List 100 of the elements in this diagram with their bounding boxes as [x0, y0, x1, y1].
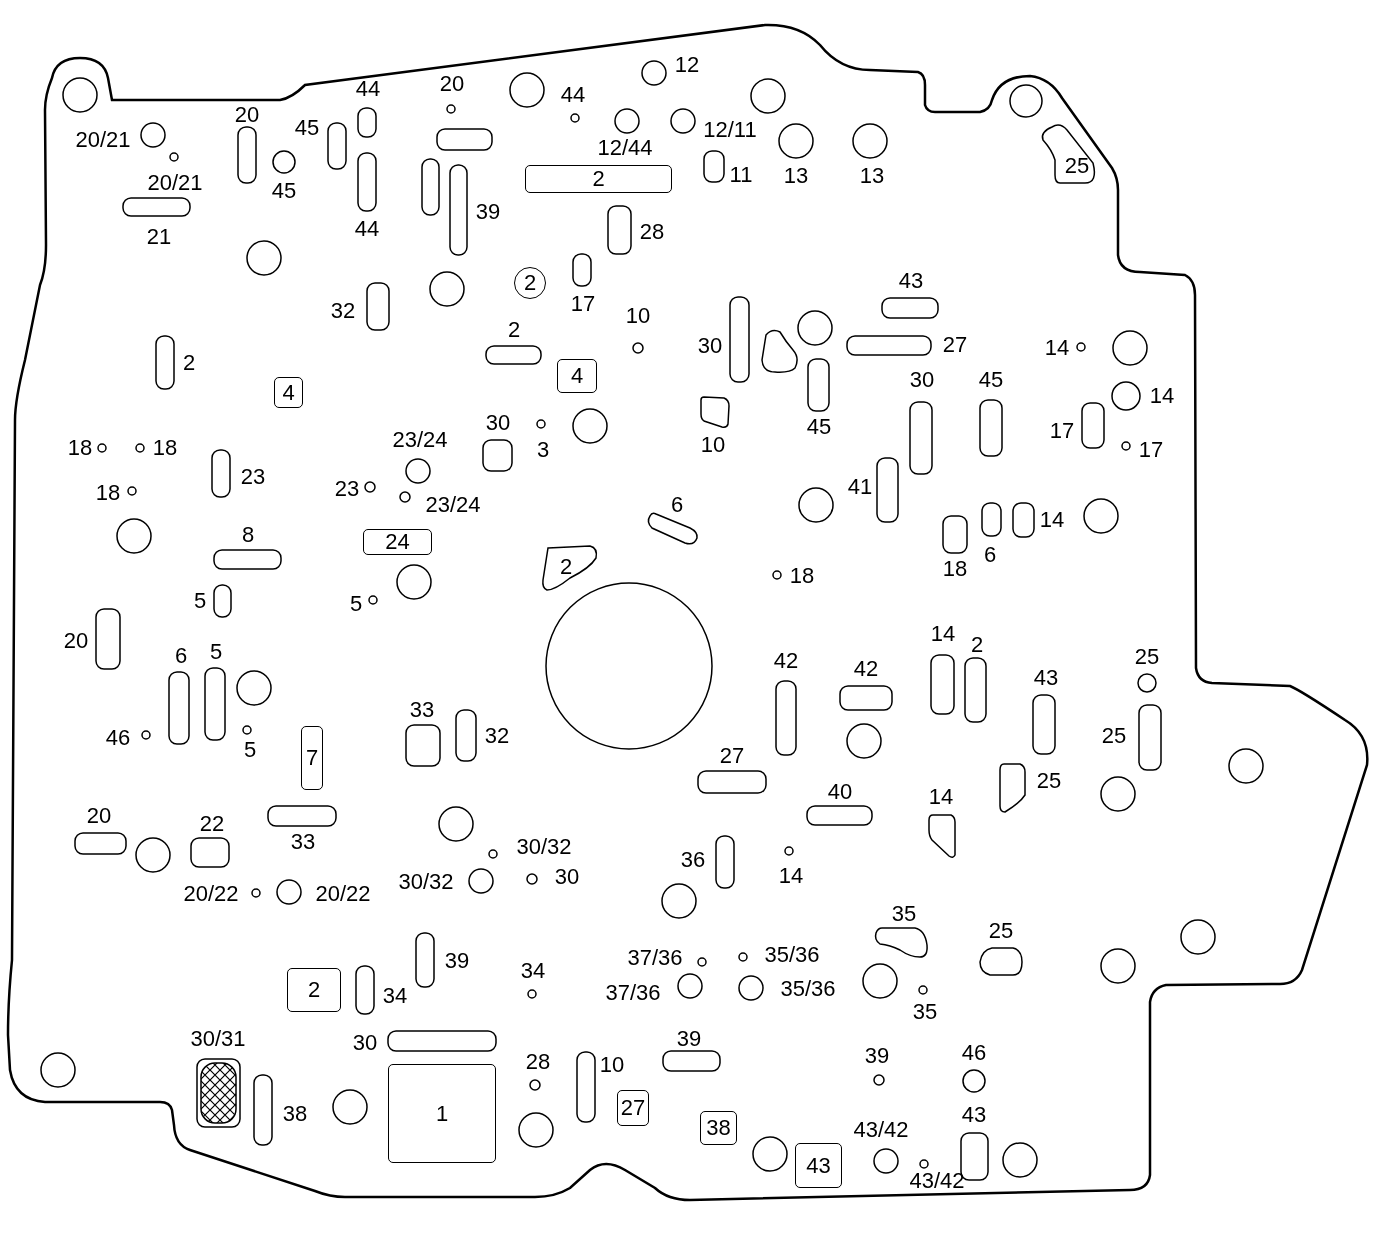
- hole-number-label: 14: [1149, 385, 1175, 407]
- hole-number: 24: [385, 531, 410, 553]
- hole-number-label: 37/36: [605, 982, 661, 1004]
- hole-number-label: 13: [783, 165, 809, 187]
- hole-number-label: 20/22: [315, 883, 371, 905]
- hole-number-label: 23/24: [425, 494, 481, 516]
- hole-number: 43: [806, 1154, 831, 1177]
- hole-number-label: 38: [282, 1103, 308, 1125]
- hole-number-label: 41: [847, 476, 873, 498]
- hole-number-label: 45: [271, 180, 297, 202]
- numbered-hole: [700, 1111, 737, 1145]
- hole-number-label: 30/32: [398, 871, 454, 893]
- hole-number-label: 20/22: [183, 883, 239, 905]
- hole-number-label: 23: [240, 466, 266, 488]
- numbered-hole: [557, 359, 597, 393]
- hole-number-label: 6: [983, 544, 997, 566]
- hole-number-label: 20/21: [75, 129, 131, 151]
- numbered-hole: [795, 1143, 842, 1188]
- hole-number-label: 5: [349, 593, 363, 615]
- hole-number-label: 10: [625, 305, 651, 327]
- hole-number-label: 5: [193, 590, 207, 612]
- numbered-hole: [301, 726, 323, 790]
- hole-number-label: 40: [827, 781, 853, 803]
- hole-number-label: 45: [294, 117, 320, 139]
- hole-number-label: 42: [773, 650, 799, 672]
- hole-number-label: 39: [864, 1045, 890, 1067]
- hole-number-label: 30: [352, 1032, 378, 1054]
- hole-number-label: 25: [1101, 725, 1127, 747]
- hole-number-label: 18: [789, 565, 815, 587]
- hole-number-label: 14: [928, 786, 954, 808]
- numbered-hole: [363, 529, 432, 555]
- hole-number-label: 35: [912, 1001, 938, 1023]
- hole-number-label: 25: [1134, 646, 1160, 668]
- hole-number-label: 27: [719, 745, 745, 767]
- hole-number: 27: [620, 1097, 646, 1119]
- numbered-hole: [274, 377, 303, 408]
- hole-number-label: 14: [1039, 509, 1065, 531]
- numbered-hole: [287, 968, 341, 1012]
- hole-number: 7: [305, 747, 319, 769]
- hole-number-label: 18: [67, 437, 93, 459]
- hole-number-label: 34: [520, 960, 546, 982]
- hole-number-label: 27: [942, 334, 968, 356]
- hole-number-label: 33: [290, 831, 316, 853]
- hole-number-label: 43: [898, 270, 924, 292]
- hole-number: 2: [307, 979, 321, 1001]
- hole-number-label: 46: [105, 727, 131, 749]
- numbered-hole: [514, 267, 546, 299]
- hole-number-label: 14: [1044, 337, 1070, 359]
- hole-number-label: 44: [355, 78, 381, 100]
- hole-number-label: 23: [334, 478, 360, 500]
- hole-number-label: 14: [930, 623, 956, 645]
- hole-number: 25: [1064, 154, 1090, 177]
- hole-number-label: 45: [978, 369, 1004, 391]
- hole-number-label: 14: [778, 865, 804, 887]
- hole-number-label: 20: [234, 104, 260, 126]
- numbered-hole: [617, 1090, 649, 1126]
- numbered-hole: [525, 165, 672, 193]
- hole-number-label: 44: [560, 84, 586, 106]
- hole-number-label: 43: [961, 1104, 987, 1126]
- hole-number-label: 20: [86, 805, 112, 827]
- hole-number-label: 18: [942, 558, 968, 580]
- hole-number-label: 12/44: [597, 137, 653, 159]
- hole-number-label: 6: [670, 494, 684, 516]
- hole-number-label: 10: [599, 1054, 625, 1076]
- hole-number-label: 5: [243, 739, 257, 761]
- hole-number-label: 39: [444, 950, 470, 972]
- numbered-hole: [541, 545, 599, 592]
- hole-number-label: 33: [409, 699, 435, 721]
- hole-number-label: 2: [182, 352, 196, 374]
- hole-number-label: 2: [507, 319, 521, 341]
- hole-number-label: 43/42: [909, 1170, 965, 1192]
- hole-number-label: 43: [1033, 667, 1059, 689]
- hole-number: 2: [523, 272, 537, 294]
- hole-number-label: 20: [439, 73, 465, 95]
- hole-number-label: 6: [174, 645, 188, 667]
- hole-number-label: 42: [853, 658, 879, 680]
- hole-number: 2: [559, 555, 573, 578]
- hole-number-label: 43/42: [853, 1119, 909, 1141]
- hole-number-label: 18: [152, 437, 178, 459]
- hole-number-label: 21: [146, 226, 172, 248]
- hole-number-label: 22: [199, 813, 225, 835]
- hole-number-label: 34: [382, 985, 408, 1007]
- hole-number-label: 32: [484, 725, 510, 747]
- hole-number-label: 10: [700, 434, 726, 456]
- hole-number-label: 39: [475, 201, 501, 223]
- hole-number-label: 32: [330, 300, 356, 322]
- hole-number-label: 39: [676, 1028, 702, 1050]
- hole-number-label: 36: [680, 849, 706, 871]
- hole-number-label: 11: [729, 164, 753, 186]
- hole-number-label: 44: [354, 218, 380, 240]
- hole-number-label: 25: [988, 920, 1014, 942]
- hole-number-label: 35/36: [780, 978, 836, 1000]
- hole-number-label: 12: [674, 54, 700, 76]
- hole-number-label: 3: [536, 439, 550, 461]
- hole-number: 1: [435, 1102, 449, 1125]
- hole-number-label: 30: [697, 335, 723, 357]
- hole-number-label: 23/24: [392, 429, 448, 451]
- hole-number-label: 25: [1036, 770, 1062, 792]
- hole-number: 4: [282, 381, 295, 404]
- hole-number-label: 30/32: [516, 836, 572, 858]
